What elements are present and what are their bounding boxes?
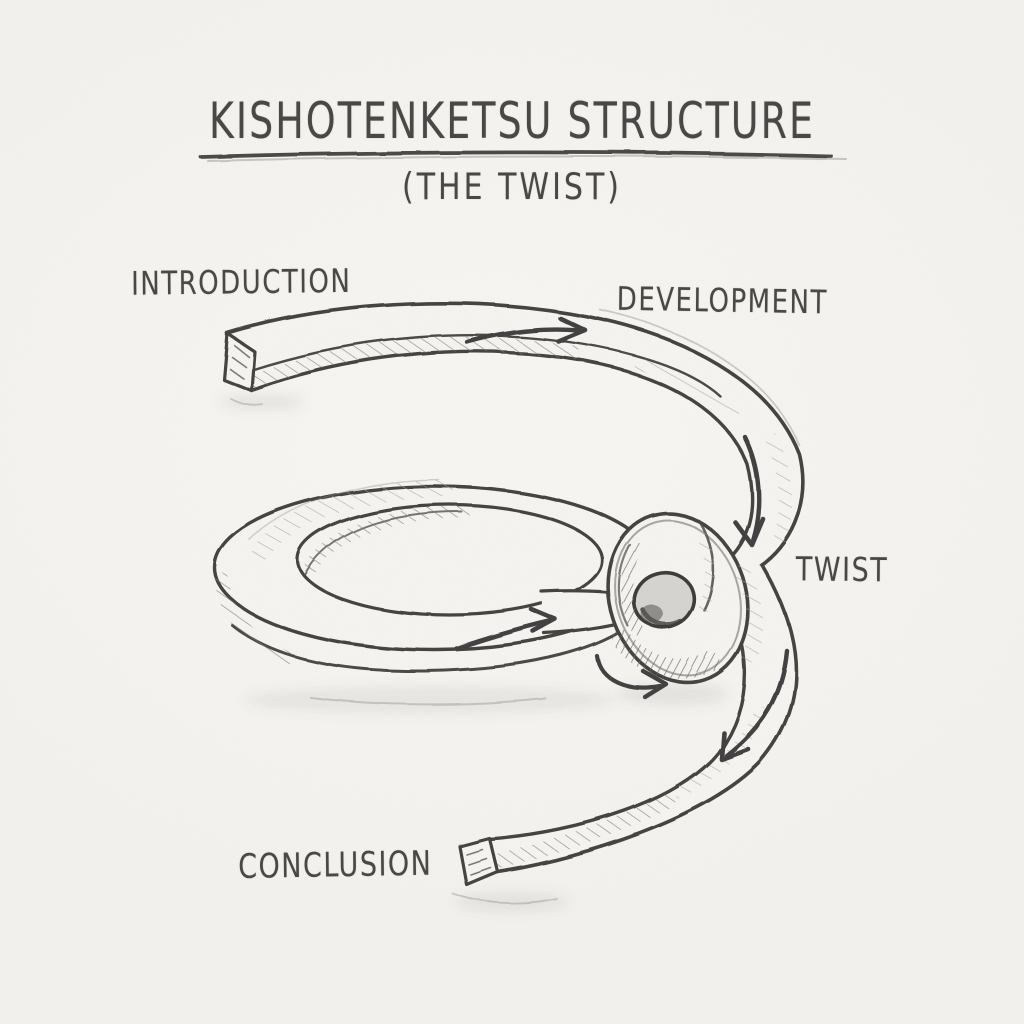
page-subtitle: (THE TWIST) — [402, 166, 622, 209]
label-conclusion: CONCLUSION — [238, 844, 433, 887]
page-title: KISHOTENKETSU STRUCTURE — [208, 92, 816, 151]
label-development: DEVELOPMENT — [616, 281, 829, 323]
label-twist: TWIST — [795, 551, 889, 590]
label-introduction: INTRODUCTION — [131, 263, 352, 304]
